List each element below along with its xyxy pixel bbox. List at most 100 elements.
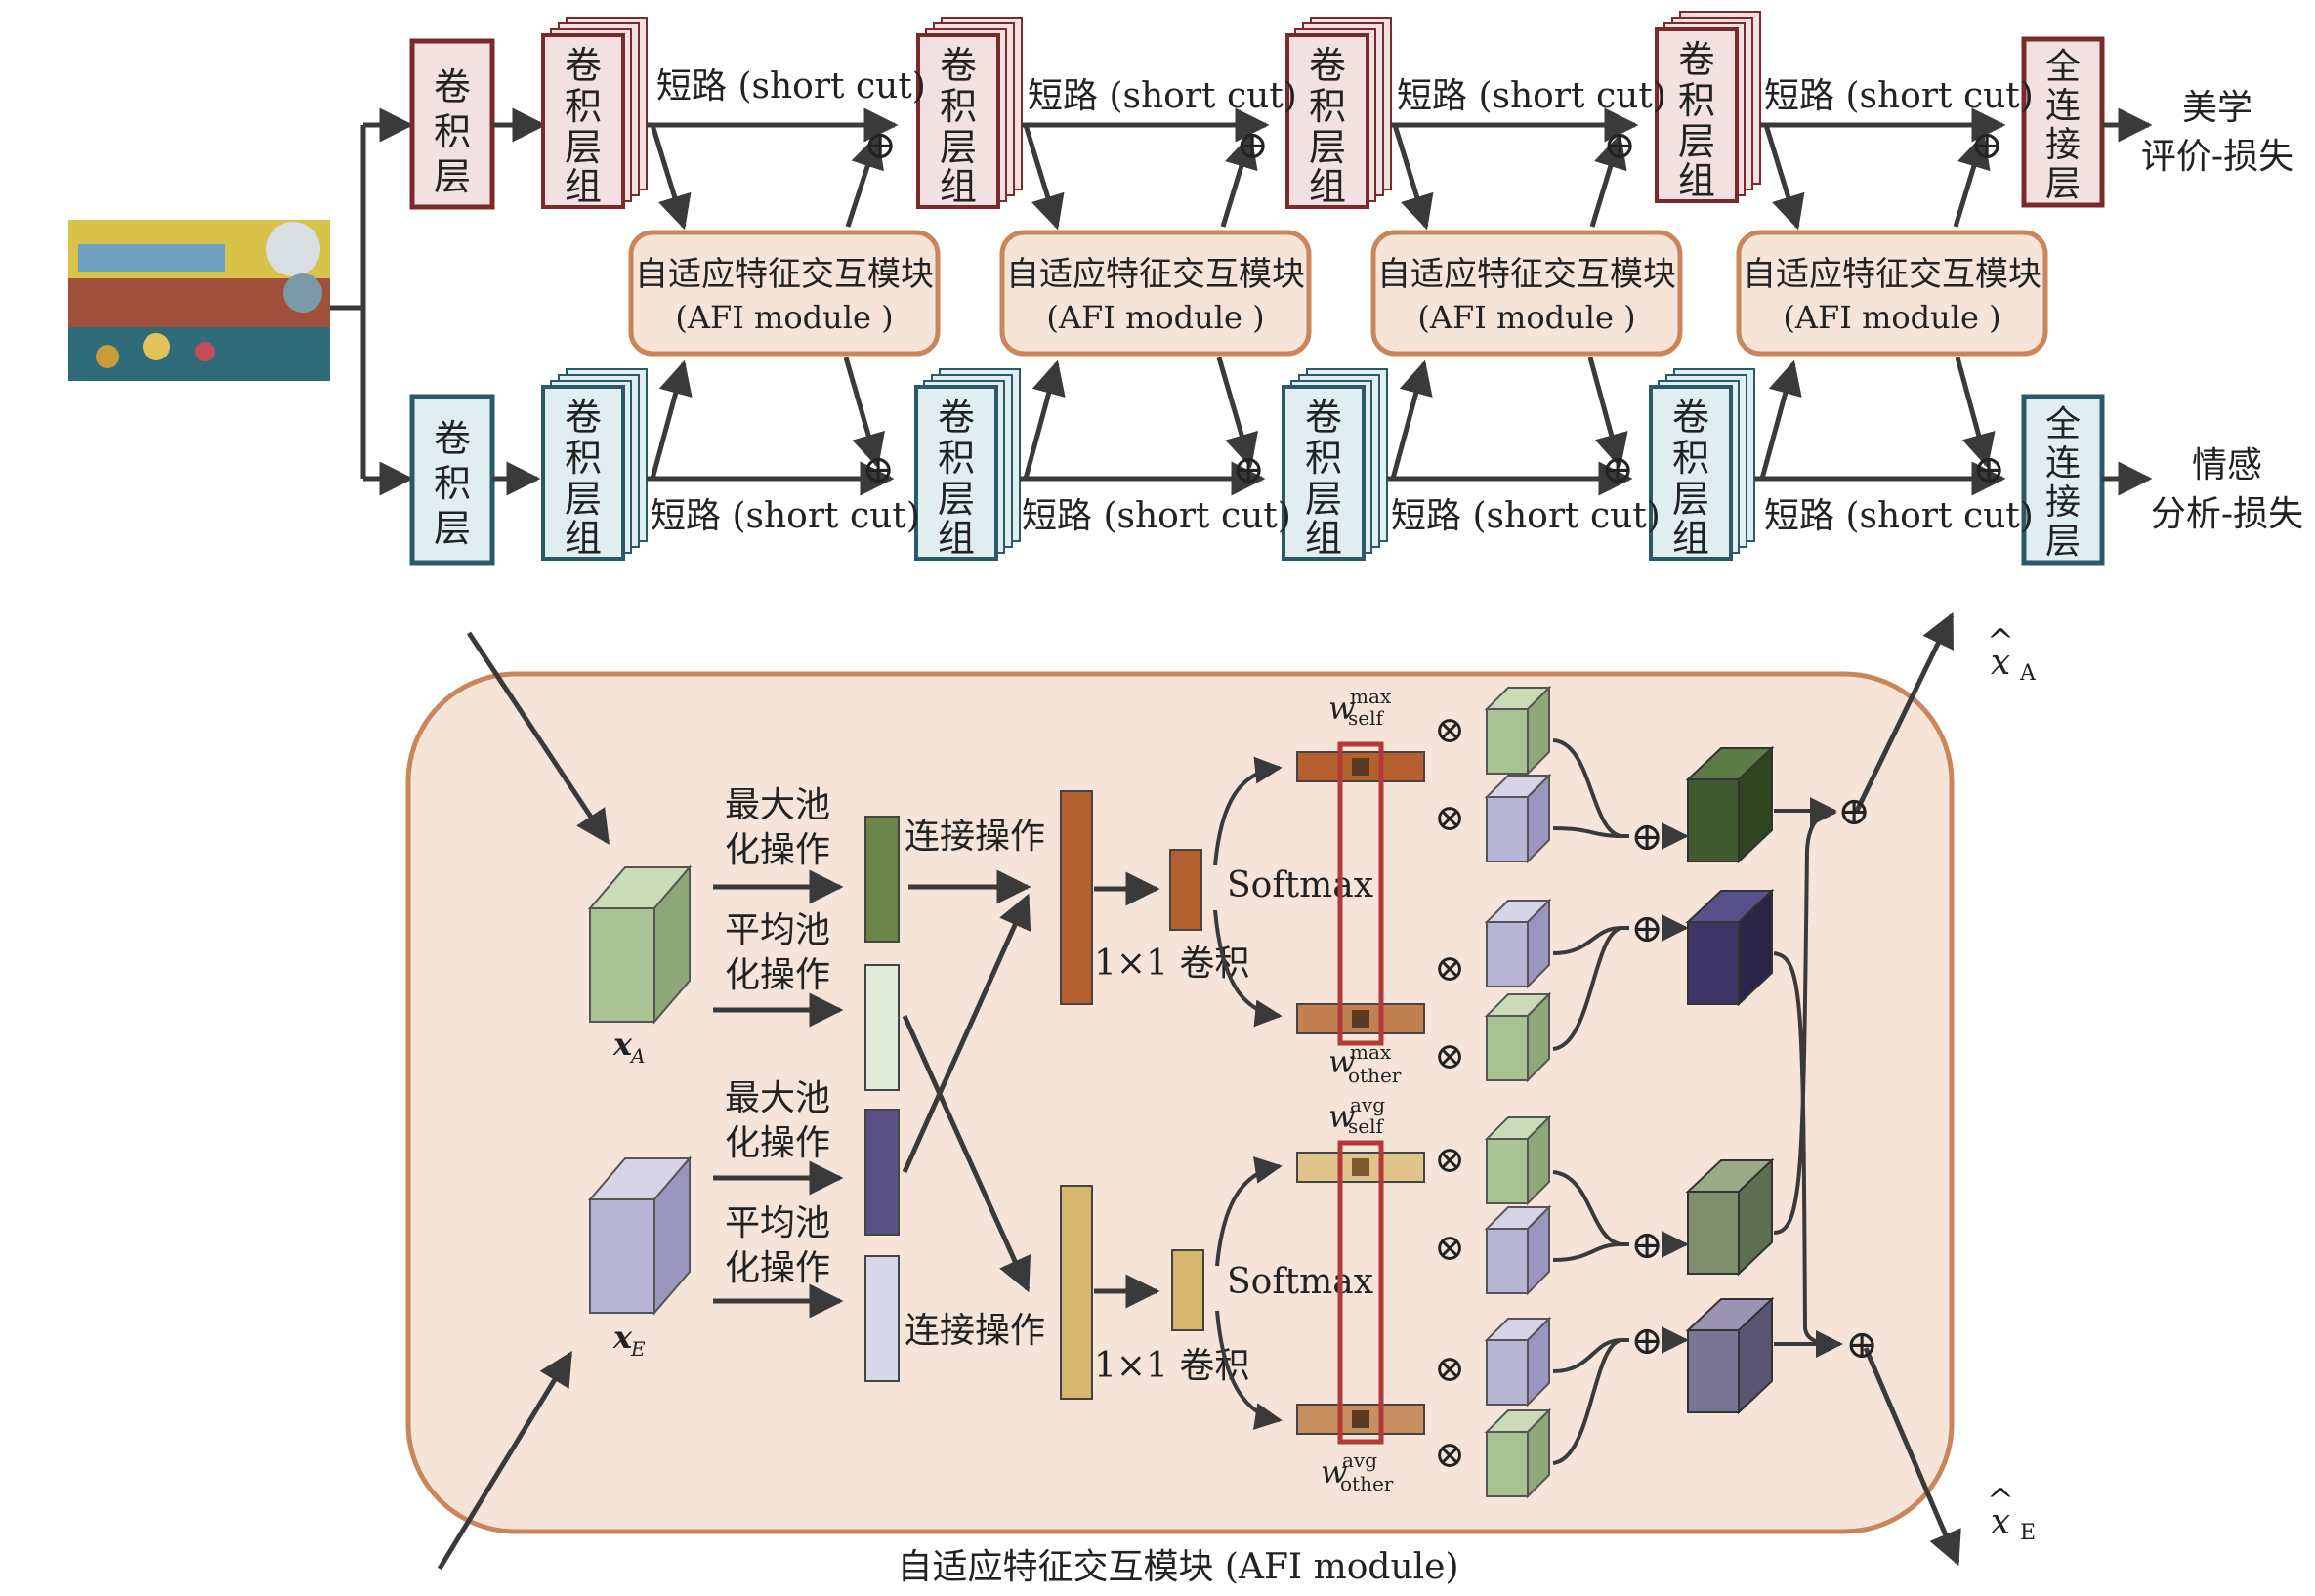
weight-bars	[1296, 741, 1425, 1445]
fc-layer-bottom: 全 连 接 层	[2021, 394, 2105, 566]
svg-text:self: self	[1348, 706, 1384, 730]
conv-group-bottom-1: 卷 积 层 组	[541, 368, 648, 561]
concat-label-top: 连接操作	[905, 817, 1045, 857]
concat-label-bottom: 连接操作	[905, 1311, 1045, 1351]
svg-text:x: x	[612, 1026, 633, 1063]
conv-layer-top-char-1: 卷	[434, 65, 471, 108]
svg-text:短路 (short cut): 短路 (short cut)	[1028, 76, 1297, 116]
conv-group-top-1: 卷 积 层 组	[541, 17, 648, 209]
softmax-label-bottom: Softmax	[1227, 1262, 1373, 1302]
svg-text:^: ^	[1987, 1482, 2015, 1521]
svg-text:⊕: ⊕	[1236, 123, 1269, 168]
svg-text:层: 层	[434, 507, 471, 550]
afi-module-4: 自适应特征交互模块 (AFI module )	[1736, 230, 2048, 357]
svg-text:⊕: ⊕	[1970, 123, 2003, 168]
svg-text:⊕: ⊕	[1232, 447, 1265, 492]
afi-external-arrows	[437, 611, 1961, 1571]
svg-text:接: 接	[2045, 483, 2081, 523]
conv-out-avg	[1171, 1249, 1204, 1331]
result-cubes	[1685, 745, 1775, 1415]
svg-text:化操作: 化操作	[725, 955, 830, 995]
svg-text:⊗: ⊗	[1434, 1034, 1465, 1077]
svg-text:自适应特征交互模块: 自适应特征交互模块	[1743, 255, 2041, 294]
svg-text:短路 (short cut): 短路 (short cut)	[651, 496, 920, 536]
softmax-label-top: Softmax	[1227, 865, 1373, 905]
svg-text:self: self	[1348, 1114, 1384, 1138]
svg-text:短路 (short cut): 短路 (short cut)	[1764, 76, 2034, 116]
conv-layer-top	[409, 38, 495, 210]
conv-group-bottom-2: 卷 积 层 组	[914, 368, 1021, 561]
svg-text:自适应特征交互模块: 自适应特征交互模块	[1377, 255, 1676, 294]
top-shortcut-labels: 短路 (short cut) 短路 (short cut) 短路 (short …	[656, 66, 2034, 168]
svg-text:⊕: ⊕	[1630, 1319, 1663, 1364]
svg-text:积: 积	[434, 462, 471, 505]
merge-curves	[1552, 738, 1629, 1465]
svg-text:层: 层	[565, 478, 602, 521]
svg-text:短路 (short cut): 短路 (short cut)	[656, 66, 926, 106]
svg-text:化操作: 化操作	[725, 1123, 830, 1163]
svg-text:连: 连	[2045, 443, 2081, 483]
conv1x1-arrows	[1094, 871, 1160, 1309]
bottom-shortcut-labels: 短路 (short cut) 短路 (short cut) 短路 (short …	[651, 447, 2034, 536]
svg-text:组: 组	[938, 517, 975, 560]
svg-text:层: 层	[1309, 126, 1346, 169]
svg-text:⊗: ⊗	[1434, 1138, 1465, 1181]
emotion-loss-label-2: 分析-损失	[2151, 494, 2303, 534]
svg-text:⊕: ⊕	[863, 123, 897, 168]
fc-layer-top: 全 连 接 层	[2021, 36, 2105, 208]
sum-to-cube-arrows	[1661, 822, 1689, 1354]
svg-text:短路 (short cut): 短路 (short cut)	[1397, 76, 1666, 116]
top-shortcuts	[647, 107, 2006, 231]
svg-text:⊕: ⊕	[1630, 906, 1663, 951]
input-cube-xe: x E	[587, 1155, 693, 1361]
svg-text:(AFI module ): (AFI module )	[1046, 299, 1264, 336]
svg-text:(AFI module ): (AFI module )	[675, 299, 893, 336]
svg-text:卷: 卷	[940, 44, 977, 87]
svg-text:w: w	[1328, 1098, 1355, 1135]
svg-text:w: w	[1321, 1453, 1347, 1491]
svg-text:(AFI module ): (AFI module )	[1417, 299, 1635, 336]
emotion-branch: 卷 积 层 卷 积 层 组 卷 积 层 组	[409, 368, 2303, 566]
conv-layer-top-char-2: 积	[434, 110, 471, 153]
concat-bar-avg	[1060, 1185, 1093, 1400]
svg-text:⊗: ⊗	[1434, 946, 1465, 989]
svg-text:组: 组	[1678, 159, 1715, 202]
conv-group-bottom-4: 卷 积 层 组	[1649, 368, 1755, 561]
highlight-box-top	[1337, 741, 1384, 1046]
svg-text:化操作: 化操作	[725, 830, 830, 870]
svg-text:组: 组	[1305, 517, 1342, 560]
svg-text:avg: avg	[1350, 1093, 1385, 1116]
final-merge	[1773, 797, 1843, 1358]
svg-text:短路 (short cut): 短路 (short cut)	[1391, 496, 1661, 536]
conv-layer-top-char-3: 层	[434, 155, 471, 198]
afi-caption: 自适应特征交互模块 (AFI module)	[897, 1547, 1458, 1587]
svg-text:E: E	[2020, 1521, 2036, 1545]
svg-text:积: 积	[565, 437, 602, 480]
svg-text:⊗: ⊗	[1434, 1226, 1465, 1269]
svg-text:组: 组	[1672, 517, 1709, 560]
svg-text:卷: 卷	[565, 44, 602, 87]
svg-text:A: A	[629, 1044, 645, 1068]
svg-text:w: w	[1328, 1043, 1355, 1080]
conv-layer-bottom	[409, 394, 495, 566]
svg-text:自适应特征交互模块: 自适应特征交互模块	[1006, 255, 1305, 294]
svg-text:层: 层	[565, 126, 602, 169]
svg-text:⊕: ⊕	[1601, 447, 1634, 492]
pooling-arrows	[713, 869, 844, 1319]
svg-text:⊕: ⊕	[1630, 1223, 1663, 1268]
svg-text:^: ^	[1987, 622, 2015, 661]
svg-text:最大池: 最大池	[725, 785, 830, 825]
svg-text:E: E	[630, 1337, 646, 1361]
svg-text:组: 组	[940, 165, 977, 208]
svg-text:层: 层	[940, 126, 977, 169]
svg-text:⊗: ⊗	[1434, 708, 1465, 751]
svg-text:卷: 卷	[938, 396, 975, 439]
conv-group-top-4: 卷 积 层 组	[1655, 11, 1761, 203]
svg-text:avg: avg	[1342, 1449, 1377, 1472]
svg-text:max: max	[1350, 1040, 1392, 1064]
emotion-loss-label-1: 情感	[2192, 445, 2262, 485]
svg-text:卷: 卷	[1305, 396, 1342, 439]
input-cube-xa: x A	[587, 864, 693, 1068]
svg-text:短路 (short cut): 短路 (short cut)	[1022, 496, 1291, 536]
